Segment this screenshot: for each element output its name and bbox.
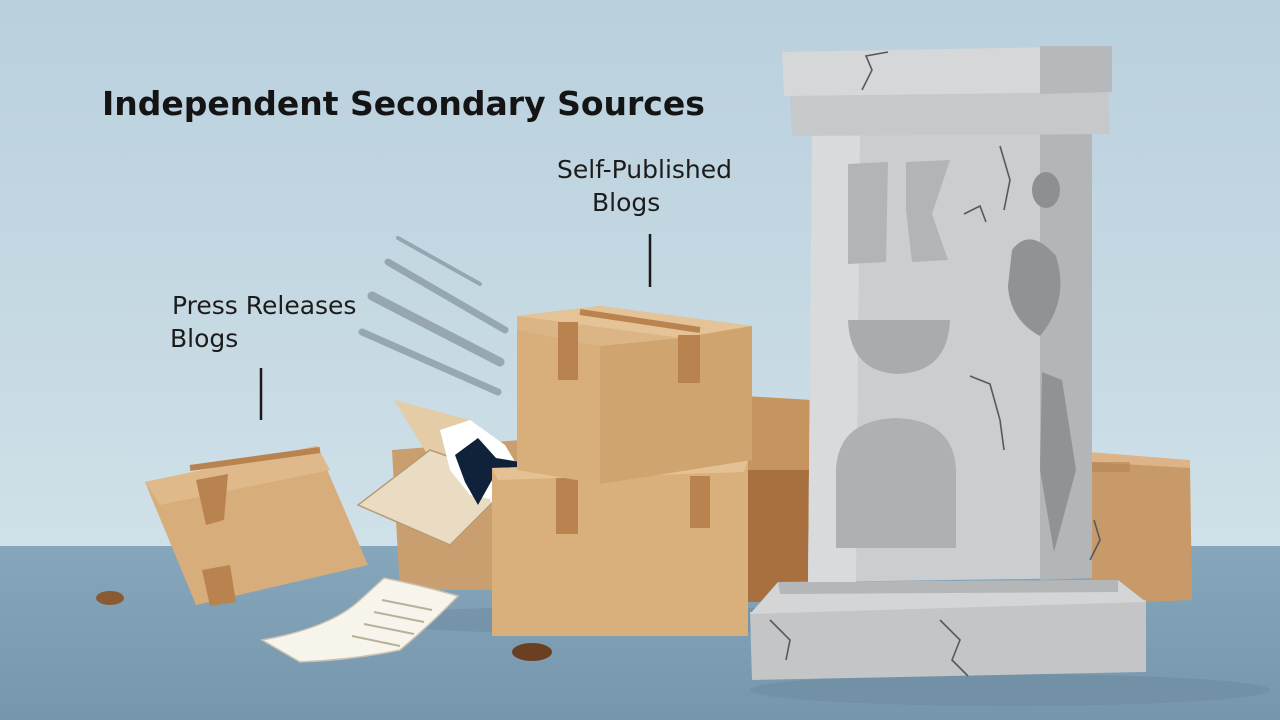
pebble <box>512 643 552 661</box>
box-left-tilted <box>145 446 368 606</box>
pebble <box>96 591 124 605</box>
paper-document <box>259 577 460 663</box>
box-back-middle <box>745 396 812 602</box>
box-front-bottom <box>492 460 748 636</box>
label-right-line2: Blogs <box>592 188 661 217</box>
self-published-label: Self-Published Blogs <box>557 153 732 219</box>
label-left-line1: Press Releases <box>172 291 357 320</box>
label-left-line2: Blogs <box>170 324 239 353</box>
stone-pillar <box>750 46 1146 680</box>
motion-streaks <box>358 236 509 396</box>
press-releases-label: Press Releases Blogs <box>170 289 357 355</box>
label-right-line1: Self-Published <box>557 155 733 184</box>
box-back-right <box>1088 452 1192 604</box>
box-top <box>517 306 752 484</box>
page-title: Independent Secondary Sources <box>102 84 705 123</box>
